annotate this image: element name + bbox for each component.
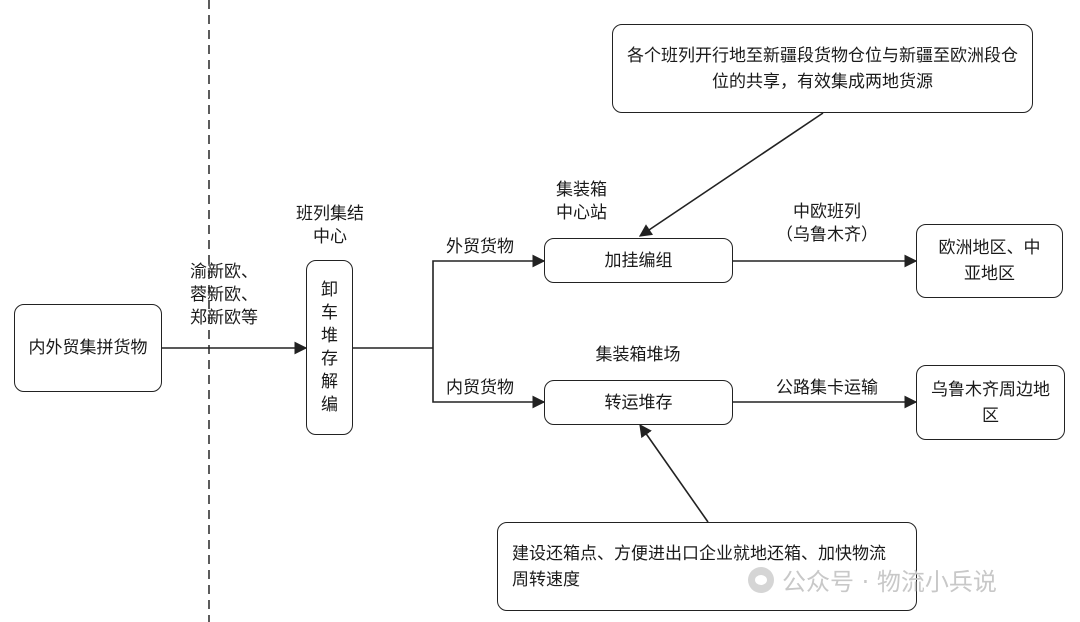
route-zhengzhou: 郑新欧等 — [190, 308, 258, 328]
train-label-line2: （乌鲁木齐） — [776, 225, 878, 245]
route-chengdu: 蓉新欧、 — [190, 285, 258, 305]
station-title-line2: 中心站 — [556, 203, 607, 223]
station-box: 加挂编组 — [544, 238, 733, 283]
arrow-note-to-yard — [639, 423, 709, 523]
yard-box: 转运堆存 — [544, 380, 733, 425]
train-label: 中欧班列 （乌鲁木齐） — [752, 201, 902, 247]
route-chongqing: 渝新欧、 — [190, 262, 258, 282]
arrow-note-to-station — [638, 112, 824, 237]
arrow-hub-to-station — [432, 254, 546, 348]
source-goods-box: 内外贸集拼货物 — [14, 304, 162, 392]
routes-label: 渝新欧、 蓉新欧、 郑新欧等 — [190, 261, 258, 330]
station-title: 集装箱 中心站 — [556, 179, 607, 225]
hub-box: 卸车堆存解编 — [306, 260, 353, 435]
watermark-text: 公众号 · 物流小兵说 — [782, 568, 997, 596]
hub-title: 班列集结 中心 — [288, 203, 372, 249]
hub-box-text: 卸车堆存解编 — [321, 279, 338, 415]
note-bottom-box: 建设还箱点、方便进出口企业就地还箱、加快物流周转速度 — [497, 522, 917, 611]
branch-domestic-label: 内贸货物 — [446, 378, 514, 398]
hub-title-line1: 班列集结 — [296, 204, 364, 224]
branch-foreign-label: 外贸货物 — [446, 237, 514, 257]
yard-box-text: 转运堆存 — [604, 392, 673, 413]
yard-title: 集装箱堆场 — [595, 345, 681, 365]
note-top-text: 各个班列开行地至新疆段货物仓位与新疆至欧洲段仓位的共享，有效集成两地货源 — [627, 45, 1018, 92]
arrow-hub-to-yard — [432, 348, 546, 409]
dest-foreign-box: 欧洲地区、中亚地区 — [916, 224, 1063, 298]
dest-foreign-text: 欧洲地区、中亚地区 — [938, 238, 1041, 284]
source-goods-text: 内外贸集拼货物 — [28, 338, 148, 358]
note-bottom-text: 建设还箱点、方便进出口企业就地还箱、加快物流周转速度 — [512, 543, 886, 590]
station-box-text: 加挂编组 — [604, 250, 673, 271]
dest-domestic-text: 乌鲁木齐周边地区 — [931, 379, 1050, 426]
hub-title-line2: 中心 — [313, 227, 347, 247]
train-label-line1: 中欧班列 — [793, 202, 861, 222]
truck-label: 公路集卡运输 — [776, 378, 878, 398]
note-top-box: 各个班列开行地至新疆段货物仓位与新疆至欧洲段仓位的共享，有效集成两地货源 — [612, 24, 1033, 113]
station-title-line1: 集装箱 — [556, 180, 607, 200]
dest-domestic-box: 乌鲁木齐周边地区 — [916, 365, 1065, 440]
wechat-logo-icon — [748, 566, 774, 593]
watermark: 公众号 · 物流小兵说 — [748, 562, 997, 597]
